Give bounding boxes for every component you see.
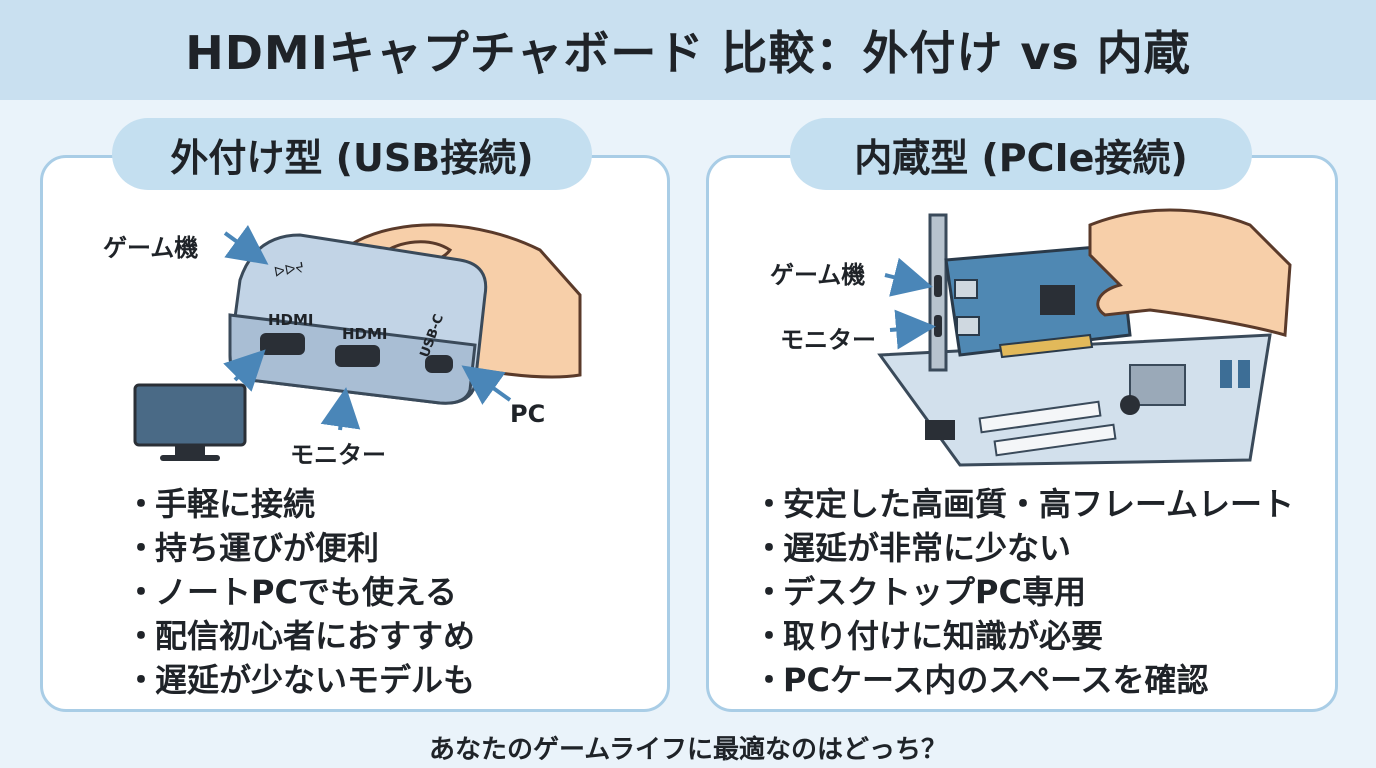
bullet-icon: ・ (753, 661, 786, 699)
pcie-capture-card-illustration (877, 208, 1292, 467)
external-heading: 外付け型 (USB接続) (112, 118, 592, 190)
bullet-icon: ・ (753, 529, 786, 567)
external-feature-list: ・手軽に接続 ・持ち運びが便利 ・ノートPCでも使える ・配信初心者におすすめ … (125, 482, 475, 702)
label-monitor: モニター (290, 441, 386, 469)
header-banner: HDMIキャプチャボード 比較：外付け vs 内蔵 (0, 0, 1376, 100)
internal-heading: 内蔵型 (PCIe接続) (790, 118, 1252, 190)
hdmi-port-icon (260, 333, 305, 355)
device-logo-text: ᐅᐅᔪ (273, 260, 306, 281)
list-item: ・安定した高画質・高フレームレート (753, 482, 1294, 526)
footer-question: あなたのゲームライフに最適なのはどっち？ (429, 734, 947, 765)
list-item: ・PCケース内のスペースを確認 (753, 658, 1294, 702)
bullet-icon: ・ (753, 617, 786, 655)
label-game-console: ゲーム機 (103, 234, 199, 262)
list-item: ・ノートPCでも使える (125, 570, 475, 614)
label-pc: PC (510, 400, 546, 428)
list-item: ・デスクトップPC専用 (753, 570, 1294, 614)
usb-capture-device-illustration: HDMI HDMI USB-C ᐅᐅᔪ (133, 223, 582, 461)
port-label-hdmi-1: HDMI (268, 311, 314, 329)
label-monitor: モニター (780, 326, 876, 354)
bullet-icon: ・ (753, 485, 786, 523)
monitor-icon (133, 383, 247, 447)
list-item: ・手軽に接続 (125, 482, 475, 526)
port-label-hdmi-2: HDMI (342, 325, 388, 343)
pcie-card-icon (944, 243, 1132, 357)
list-item: ・取り付けに知識が必要 (753, 614, 1294, 658)
hdmi-port-icon (335, 345, 380, 367)
bullet-icon: ・ (125, 617, 158, 655)
hand-icon (1088, 208, 1292, 337)
list-item: ・持ち運びが便利 (125, 526, 475, 570)
label-game-console: ゲーム機 (770, 261, 866, 289)
page-title: HDMIキャプチャボード 比較：外付け vs 内蔵 (185, 26, 1191, 80)
bullet-icon: ・ (125, 485, 158, 523)
internal-feature-list: ・安定した高画質・高フレームレート ・遅延が非常に少ない ・デスクトップPC専用… (753, 482, 1294, 702)
bullet-icon: ・ (125, 661, 158, 699)
bullet-icon: ・ (125, 529, 158, 567)
bullet-icon: ・ (125, 573, 158, 611)
list-item: ・遅延が非常に少ない (753, 526, 1294, 570)
list-item: ・配信初心者におすすめ (125, 614, 475, 658)
list-item: ・遅延が少ないモデルも (125, 658, 475, 702)
usb-c-port-icon (425, 355, 453, 373)
bullet-icon: ・ (753, 573, 786, 611)
